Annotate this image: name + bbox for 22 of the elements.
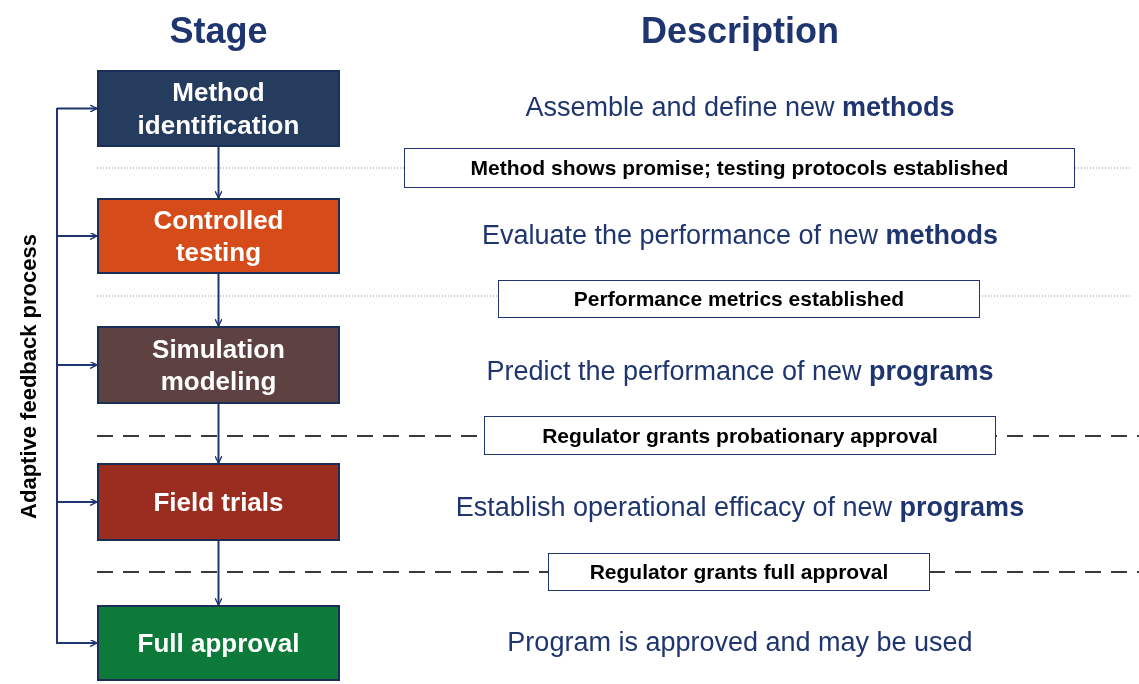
stage-box: Simulation modeling: [97, 326, 340, 404]
arrow: [56, 104, 98, 113]
stage-box: Controlled testing: [97, 198, 340, 274]
stage-description: Predict the performance of new programs: [485, 355, 995, 389]
stage-description: Program is approved and may be used: [506, 626, 974, 660]
milestone-box: Regulator grants probationary approval: [484, 416, 996, 455]
stage-description: Assemble and define new methods: [524, 91, 956, 125]
stage-box: Field trials: [97, 463, 340, 541]
arrow: [214, 146, 223, 199]
arrow: [214, 540, 223, 606]
stage-description: Establish operational efficacy of new programs: [454, 491, 1026, 525]
stage-box: Full approval: [97, 605, 340, 681]
column-heading: Description: [639, 9, 840, 53]
arrow: [214, 403, 223, 464]
milestone-box: Performance metrics established: [498, 280, 980, 318]
column-heading: Stage: [168, 9, 269, 53]
arrow: [214, 273, 223, 327]
milestone-box: Method shows promise; testing protocols established: [404, 148, 1075, 188]
stage-box: Method identification: [97, 70, 340, 147]
stage-description: Evaluate the performance of new methods: [480, 219, 1000, 253]
side-label: Adaptive feedback process: [14, 234, 42, 519]
milestone-box: Regulator grants full approval: [548, 553, 930, 591]
